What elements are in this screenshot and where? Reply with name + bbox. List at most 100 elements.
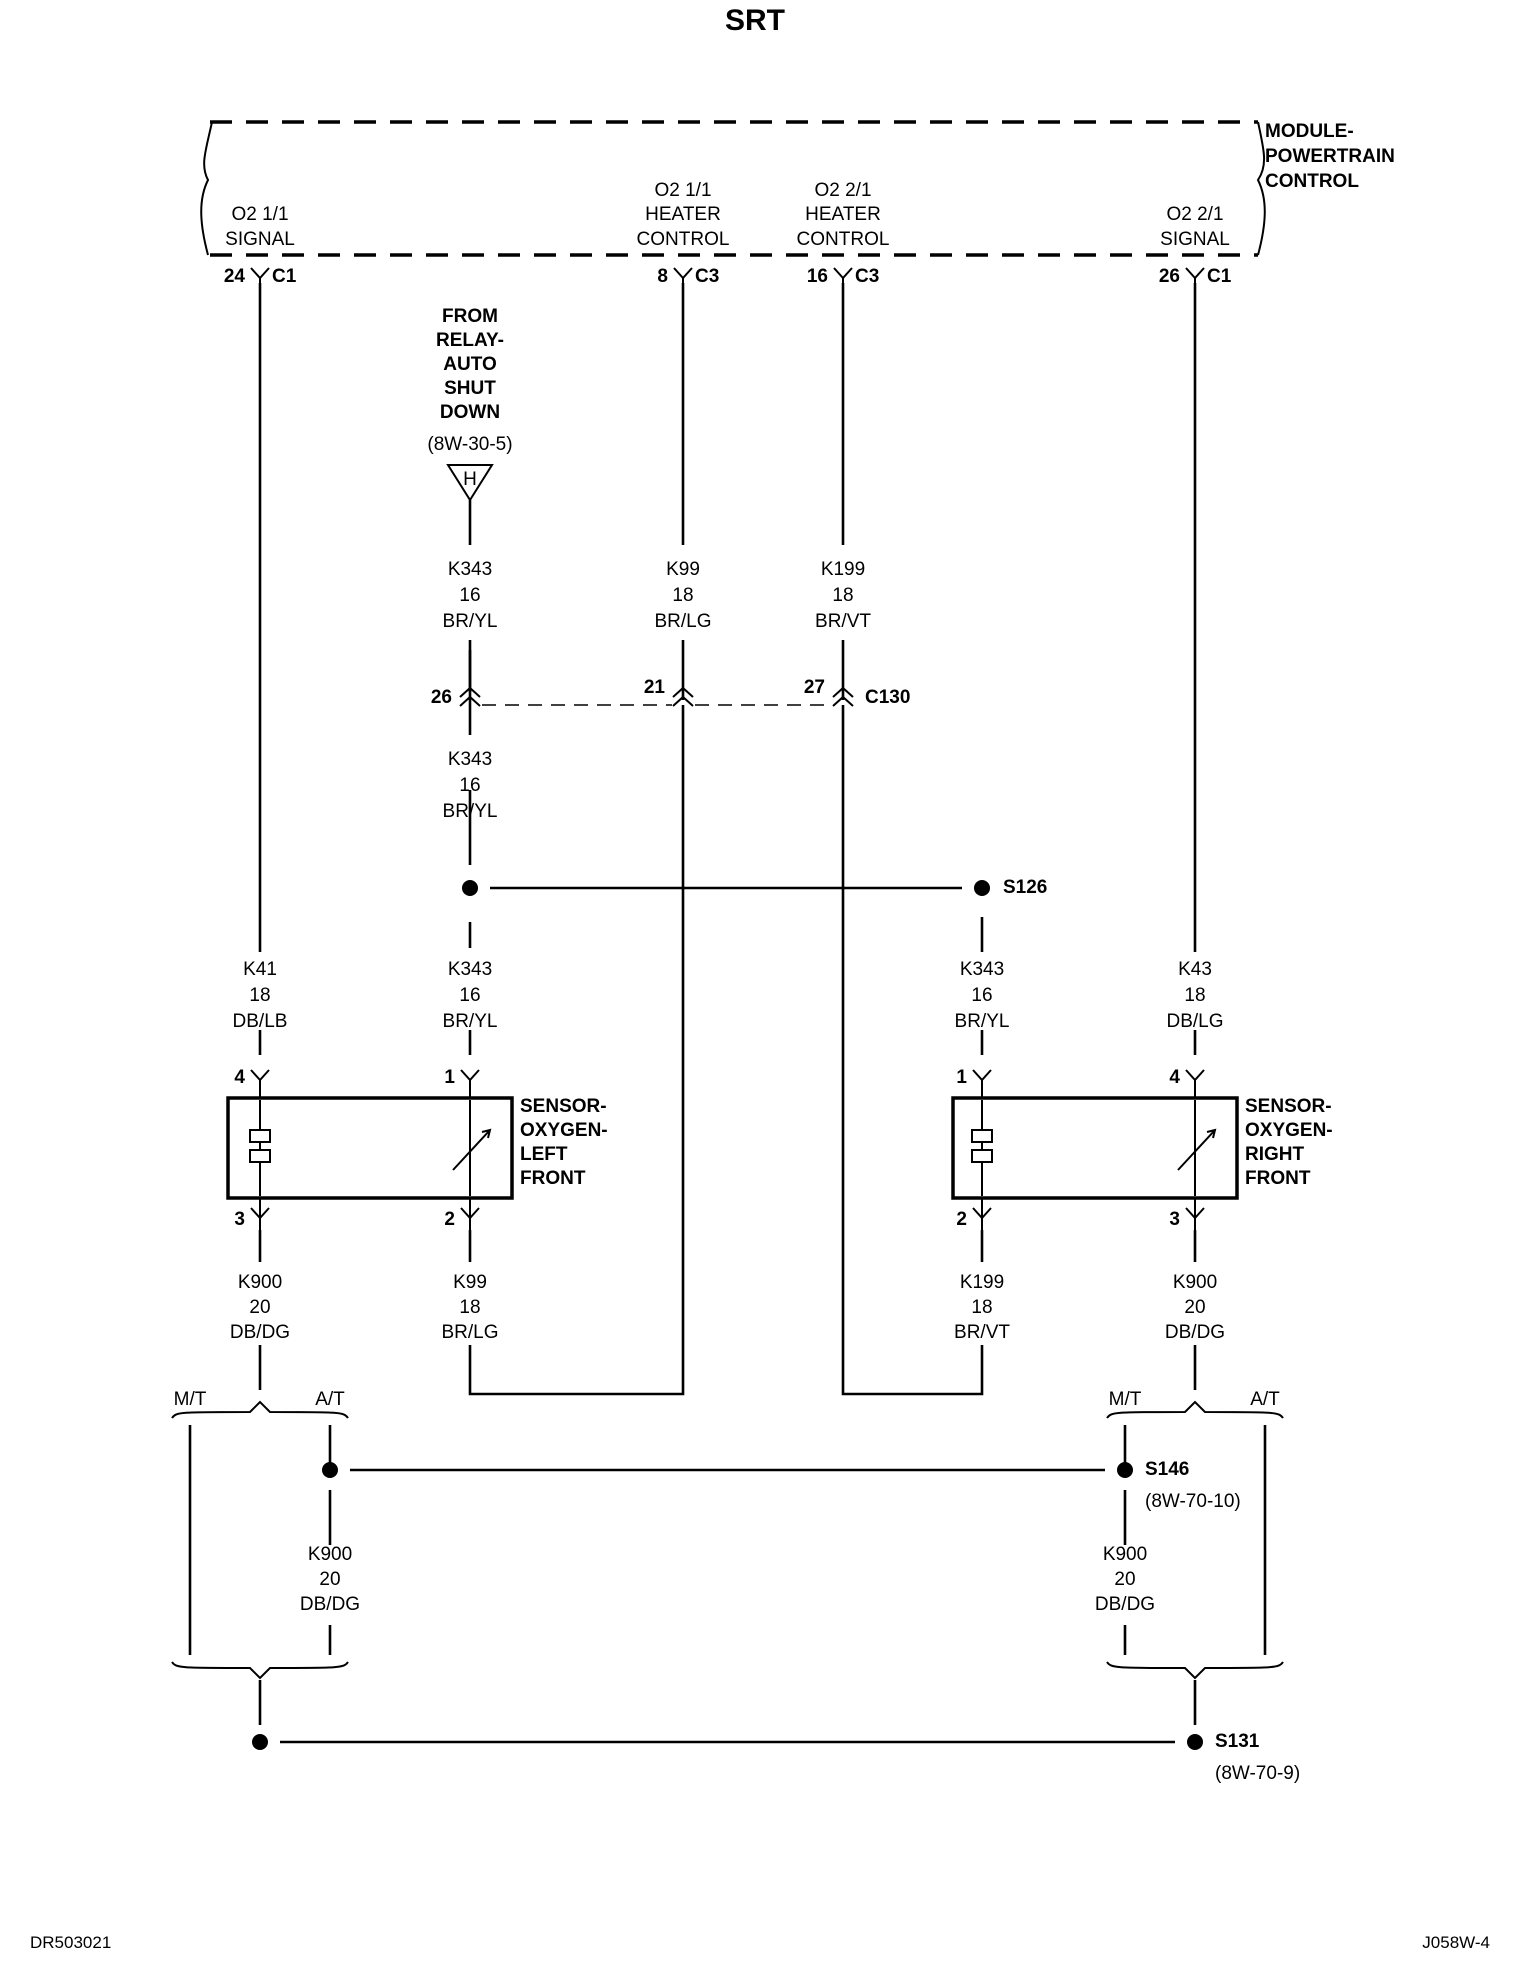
svg-text:18: 18 <box>672 585 693 606</box>
svg-text:C1: C1 <box>272 266 297 287</box>
svg-text:RELAY-: RELAY- <box>436 330 504 351</box>
pcm-pin-o2-11-signal: O2 1/1 SIGNAL 24 C1 <box>224 204 297 287</box>
svg-text:CONTROL: CONTROL <box>797 229 890 250</box>
svg-text:A/T: A/T <box>1250 1389 1280 1410</box>
svg-text:DB/DG: DB/DG <box>230 1322 290 1343</box>
svg-text:SIGNAL: SIGNAL <box>225 229 295 250</box>
svg-text:4: 4 <box>234 1067 245 1088</box>
svg-text:C3: C3 <box>695 266 719 287</box>
wire-label-k900-right: K900 20 DB/DG <box>1165 1272 1225 1343</box>
svg-text:M/T: M/T <box>174 1389 207 1410</box>
svg-text:21: 21 <box>644 677 666 698</box>
svg-text:3: 3 <box>1169 1209 1180 1230</box>
c130-connector: 26 21 27 C130 <box>431 650 910 708</box>
svg-text:4: 4 <box>1169 1067 1180 1088</box>
splice-s146: S146 (8W-70-10) <box>322 1459 1241 1512</box>
svg-text:SIGNAL: SIGNAL <box>1160 229 1230 250</box>
svg-text:18: 18 <box>1184 985 1205 1006</box>
svg-text:K43: K43 <box>1178 959 1212 980</box>
svg-text:24: 24 <box>224 266 246 287</box>
wire-label-k43: K43 18 DB/LG <box>1166 959 1223 1032</box>
svg-text:DB/LG: DB/LG <box>1166 1011 1223 1032</box>
splice-s131: S131 (8W-70-9) <box>252 1731 1300 1784</box>
option-bracket-left: M/T A/T <box>171 1389 349 1680</box>
svg-text:H: H <box>463 469 477 490</box>
svg-text:18: 18 <box>459 1297 480 1318</box>
svg-text:O2 2/1: O2 2/1 <box>1166 204 1223 225</box>
svg-text:DB/DG: DB/DG <box>1165 1322 1225 1343</box>
wire-label-k99-bottom: K99 18 BR/LG <box>441 1272 498 1343</box>
svg-text:2: 2 <box>956 1209 967 1230</box>
svg-text:BR/YL: BR/YL <box>443 1011 498 1032</box>
svg-text:BR/LG: BR/LG <box>441 1322 498 1343</box>
wire-segments <box>188 283 1267 1725</box>
svg-text:16: 16 <box>459 775 480 796</box>
svg-text:DB/DG: DB/DG <box>300 1594 360 1615</box>
sensor-oxygen-right-front: 1 4 2 3 SENSOR- OXYGEN- RIGHT FRONT <box>951 1067 1333 1230</box>
svg-text:C1: C1 <box>1207 266 1232 287</box>
svg-text:18: 18 <box>971 1297 992 1318</box>
svg-text:18: 18 <box>832 585 853 606</box>
wire-label-k343-top: K343 16 BR/YL <box>443 559 498 632</box>
wire-label-k199-bottom: K199 18 BR/VT <box>954 1272 1010 1343</box>
svg-text:FROM: FROM <box>442 306 498 327</box>
svg-text:18: 18 <box>249 985 270 1006</box>
svg-text:K343: K343 <box>448 959 492 980</box>
pcm-module-label: MODULE- POWERTRAIN CONTROL <box>1265 121 1395 192</box>
svg-text:HEATER: HEATER <box>805 204 881 225</box>
splice-s126: S126 <box>462 877 1047 898</box>
svg-text:K343: K343 <box>448 559 492 580</box>
svg-text:16: 16 <box>459 585 480 606</box>
wire-label-k900-left-at: K900 20 DB/DG <box>300 1544 360 1615</box>
svg-text:BR/VT: BR/VT <box>954 1322 1010 1343</box>
svg-text:K199: K199 <box>821 559 865 580</box>
svg-text:C130: C130 <box>865 687 910 708</box>
diagram-title: SRT <box>725 4 785 37</box>
svg-text:S146: S146 <box>1145 1459 1189 1480</box>
svg-text:3: 3 <box>234 1209 245 1230</box>
svg-text:20: 20 <box>1114 1569 1135 1590</box>
svg-text:2: 2 <box>444 1209 455 1230</box>
pcm-pin-o2-11-heater: O2 1/1 HEATER CONTROL 8 C3 <box>637 180 730 287</box>
svg-text:HEATER: HEATER <box>645 204 721 225</box>
svg-text:AUTO: AUTO <box>443 354 496 375</box>
svg-text:16: 16 <box>459 985 480 1006</box>
svg-text:1: 1 <box>956 1067 967 1088</box>
svg-text:BR/YL: BR/YL <box>443 611 498 632</box>
svg-text:RIGHT: RIGHT <box>1245 1144 1305 1165</box>
svg-text:CONTROL: CONTROL <box>1265 171 1359 192</box>
svg-text:O2 1/1: O2 1/1 <box>654 180 711 201</box>
svg-text:OXYGEN-: OXYGEN- <box>520 1120 608 1141</box>
pcm-connector-symbols <box>250 267 1205 283</box>
svg-text:M/T: M/T <box>1109 1389 1142 1410</box>
svg-text:26: 26 <box>431 687 452 708</box>
svg-text:(8W-70-10): (8W-70-10) <box>1145 1491 1241 1512</box>
svg-text:16: 16 <box>971 985 992 1006</box>
sensor-oxygen-left-front: 4 1 3 2 SENSOR- OXYGEN- LEFT FRONT <box>226 1067 608 1230</box>
svg-text:20: 20 <box>249 1297 270 1318</box>
svg-text:S131: S131 <box>1215 1731 1260 1752</box>
svg-text:K199: K199 <box>960 1272 1004 1293</box>
svg-text:CONTROL: CONTROL <box>637 229 730 250</box>
wire-label-k343-right-sensor: K343 16 BR/YL <box>955 959 1010 1032</box>
svg-text:K343: K343 <box>448 749 492 770</box>
svg-text:DB/LB: DB/LB <box>233 1011 288 1032</box>
svg-text:LEFT: LEFT <box>520 1144 568 1165</box>
relay-source-label: FROM RELAY- AUTO SHUT DOWN (8W-30-5) <box>427 306 512 455</box>
wire-label-k41: K41 18 DB/LB <box>233 959 288 1032</box>
wire-label-k343-mid: K343 16 BR/YL <box>443 749 498 822</box>
svg-text:O2 1/1: O2 1/1 <box>231 204 288 225</box>
svg-text:SENSOR-: SENSOR- <box>1245 1096 1332 1117</box>
svg-text:SHUT: SHUT <box>444 378 496 399</box>
svg-text:20: 20 <box>319 1569 340 1590</box>
svg-text:26: 26 <box>1159 266 1180 287</box>
svg-text:BR/VT: BR/VT <box>815 611 871 632</box>
svg-text:8: 8 <box>657 266 668 287</box>
footer-right-code: J058W-4 <box>1422 1933 1490 1952</box>
svg-text:20: 20 <box>1184 1297 1205 1318</box>
pcm-pin-o2-21-heater: O2 2/1 HEATER CONTROL 16 C3 <box>797 180 890 287</box>
svg-text:K343: K343 <box>960 959 1004 980</box>
svg-text:A/T: A/T <box>315 1389 345 1410</box>
svg-text:OXYGEN-: OXYGEN- <box>1245 1120 1333 1141</box>
